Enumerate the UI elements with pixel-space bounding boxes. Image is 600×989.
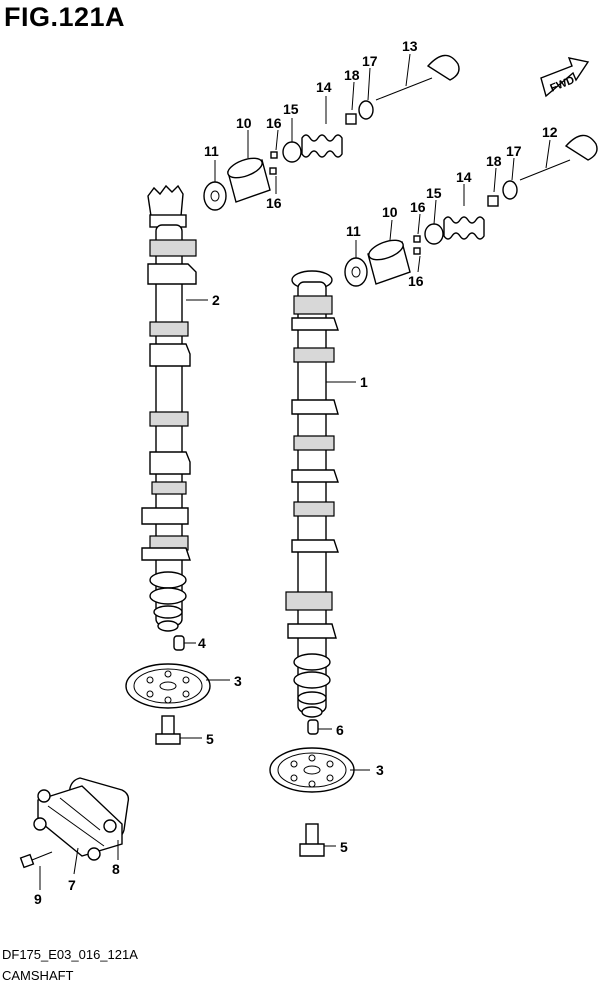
callout-1: 1: [360, 374, 368, 390]
callout-5-left: 5: [206, 731, 214, 747]
callout-9: 9: [34, 891, 42, 907]
callout-11-lower: 11: [346, 223, 361, 239]
callout-8: 8: [112, 861, 120, 877]
callout-10-lower: 10: [382, 204, 398, 220]
callout-13: 13: [402, 38, 418, 54]
callout-18-lower: 18: [486, 153, 502, 169]
callout-5-right: 5: [340, 839, 348, 855]
callout-3-left: 3: [234, 673, 242, 689]
callout-2: 2: [212, 292, 220, 308]
camshaft-right: [285, 270, 339, 718]
callout-11-upper: 11: [204, 143, 219, 159]
callout-16-upper-b: 16: [266, 195, 282, 211]
diagram-code: DF175_E03_016_121A: [2, 947, 138, 962]
callout-3-right: 3: [376, 762, 384, 778]
callout-10-upper: 10: [236, 115, 252, 131]
sprocket-left: [125, 635, 211, 745]
callout-16-upper-a: 16: [266, 115, 282, 131]
callout-17-lower: 17: [506, 143, 522, 159]
callout-4: 4: [198, 635, 206, 651]
callout-6: 6: [336, 722, 344, 738]
valve-train-lower: [344, 134, 598, 287]
callout-15-upper: 15: [283, 101, 299, 117]
callout-7: 7: [68, 877, 76, 893]
figure-title: FIG.121A: [4, 2, 126, 32]
valve-train-upper: [203, 54, 460, 211]
callout-14-lower: 14: [456, 169, 472, 185]
callout-12: 12: [542, 124, 558, 140]
callout-14-upper: 14: [316, 79, 332, 95]
callout-18-upper: 18: [344, 67, 360, 83]
callout-16-lower-a: 16: [410, 199, 426, 215]
callout-15-lower: 15: [426, 185, 442, 201]
fwd-arrow-icon: FWD: [540, 57, 590, 98]
sprocket-right: [269, 719, 355, 857]
callout-16-lower-b: 16: [408, 273, 424, 289]
cover-plate-assembly: [19, 777, 130, 869]
callout-labels: 2 1 4 3 5 6 3 5 7 8 9 11 10 16 16 15 14 …: [34, 38, 558, 907]
camshaft-left: [141, 184, 197, 632]
leader-lines: [39, 53, 551, 890]
callout-17-upper: 17: [362, 53, 378, 69]
diagram-name: CAMSHAFT: [2, 968, 74, 983]
